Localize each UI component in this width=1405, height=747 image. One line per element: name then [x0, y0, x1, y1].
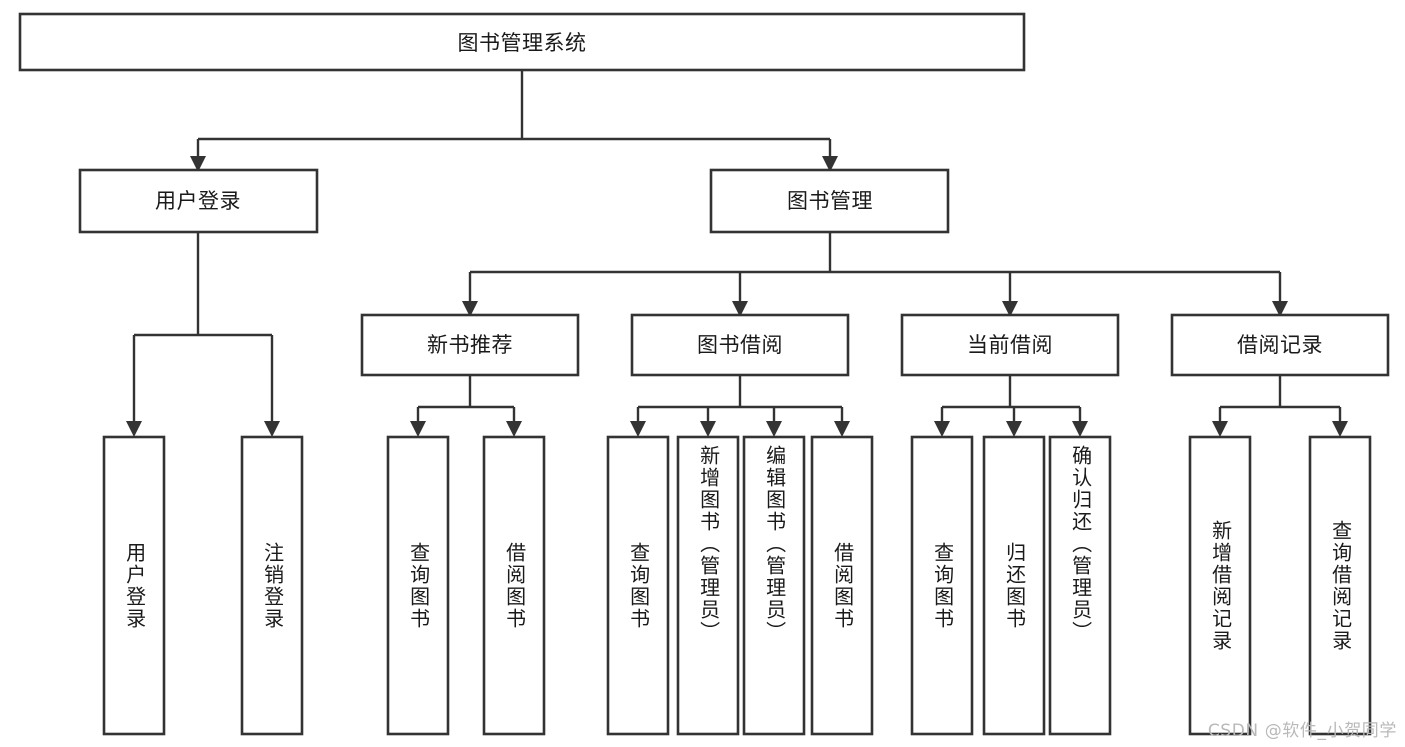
leaf-boxes-layer [102, 435, 1372, 736]
edge-borrowrecord-to-leaves-bus [1218, 375, 1342, 425]
node-root-label: 图书管理系统 [458, 31, 587, 55]
arrow-to-leaf-borrow-book [834, 421, 850, 437]
edge-userlogin-to-leaves-bus [132, 232, 274, 425]
node-book-manage-box[interactable] [709, 168, 950, 234]
leaf-box-borrow-book[interactable] [810, 435, 874, 736]
edge-bookmanage-to-level3-bus [468, 232, 1282, 303]
arrow-to-leaf-confirm-return [1072, 421, 1088, 437]
leaf-box-query-record[interactable] [1308, 435, 1372, 736]
leaf-box-confirm-return[interactable] [1048, 435, 1112, 736]
node-root[interactable]: 图书管理系统 [18, 12, 1026, 72]
arrow-to-leaf-add-record [1212, 421, 1228, 437]
node-book-borrow-box[interactable] [630, 313, 850, 377]
arrow-to-leaf-user-login [126, 421, 142, 437]
leaf-box-query-book-borrow[interactable] [606, 435, 670, 736]
edge-root-to-level2-bus [196, 70, 832, 158]
node-borrow-record[interactable]: 借阅记录 [1170, 313, 1390, 377]
node-current-borrow-label: 当前借阅 [967, 333, 1053, 357]
edge-currentborrow-to-leaves-bus [940, 375, 1082, 425]
arrow-to-leaf-return-book [1006, 421, 1022, 437]
connectors-layer [126, 70, 1348, 437]
arrow-to-leaf-borrow-book-newbook [506, 421, 522, 437]
node-root-box[interactable] [18, 12, 1026, 72]
arrow-to-new-book-recommend [462, 301, 478, 317]
arrow-to-borrow-record [1272, 301, 1288, 317]
leaf-box-user-login[interactable] [102, 435, 166, 736]
arrow-to-leaf-query-book-borrow [630, 421, 646, 437]
node-user-login-box[interactable] [78, 168, 319, 234]
node-user-login-label: 用户登录 [155, 189, 241, 213]
node-user-login[interactable]: 用户登录 [78, 168, 319, 234]
arrow-to-leaf-edit-book [766, 421, 782, 437]
node-book-manage-label: 图书管理 [787, 189, 873, 213]
leaf-box-return-book[interactable] [982, 435, 1046, 736]
leaf-box-add-book[interactable] [676, 435, 740, 736]
leaf-box-add-record[interactable] [1188, 435, 1252, 736]
node-book-borrow-label: 图书借阅 [697, 333, 783, 357]
arrow-to-leaf-query-book-current [934, 421, 950, 437]
arrow-to-leaf-query-book-newbook [410, 421, 426, 437]
leaf-box-edit-book[interactable] [742, 435, 806, 736]
node-current-borrow-box[interactable] [900, 313, 1120, 377]
leaf-box-query-book-current[interactable] [910, 435, 974, 736]
node-new-book-recommend-box[interactable] [360, 313, 580, 377]
node-borrow-record-box[interactable] [1170, 313, 1390, 377]
arrow-to-leaf-add-book [700, 421, 716, 437]
node-new-book-recommend-label: 新书推荐 [427, 333, 513, 357]
arrow-to-book-borrow [732, 301, 748, 317]
arrow-to-leaf-logout [264, 421, 280, 437]
leaf-box-logout[interactable] [240, 435, 304, 736]
edge-newbook-to-leaves-bus [416, 375, 516, 425]
node-book-borrow[interactable]: 图书借阅 [630, 313, 850, 377]
node-book-manage[interactable]: 图书管理 [709, 168, 950, 234]
arrow-to-leaf-query-record [1332, 421, 1348, 437]
node-current-borrow[interactable]: 当前借阅 [900, 313, 1120, 377]
leaf-box-borrow-book-newbook[interactable] [482, 435, 546, 736]
edge-bookborrow-to-leaves-bus [636, 375, 844, 425]
node-borrow-record-label: 借阅记录 [1237, 333, 1323, 357]
arrow-root-to-book-manage [822, 156, 838, 172]
arrow-to-current-borrow [1002, 301, 1018, 317]
arrow-root-to-user-login [190, 156, 206, 172]
node-new-book-recommend[interactable]: 新书推荐 [360, 313, 580, 377]
leaf-box-query-book-newbook[interactable] [386, 435, 450, 736]
